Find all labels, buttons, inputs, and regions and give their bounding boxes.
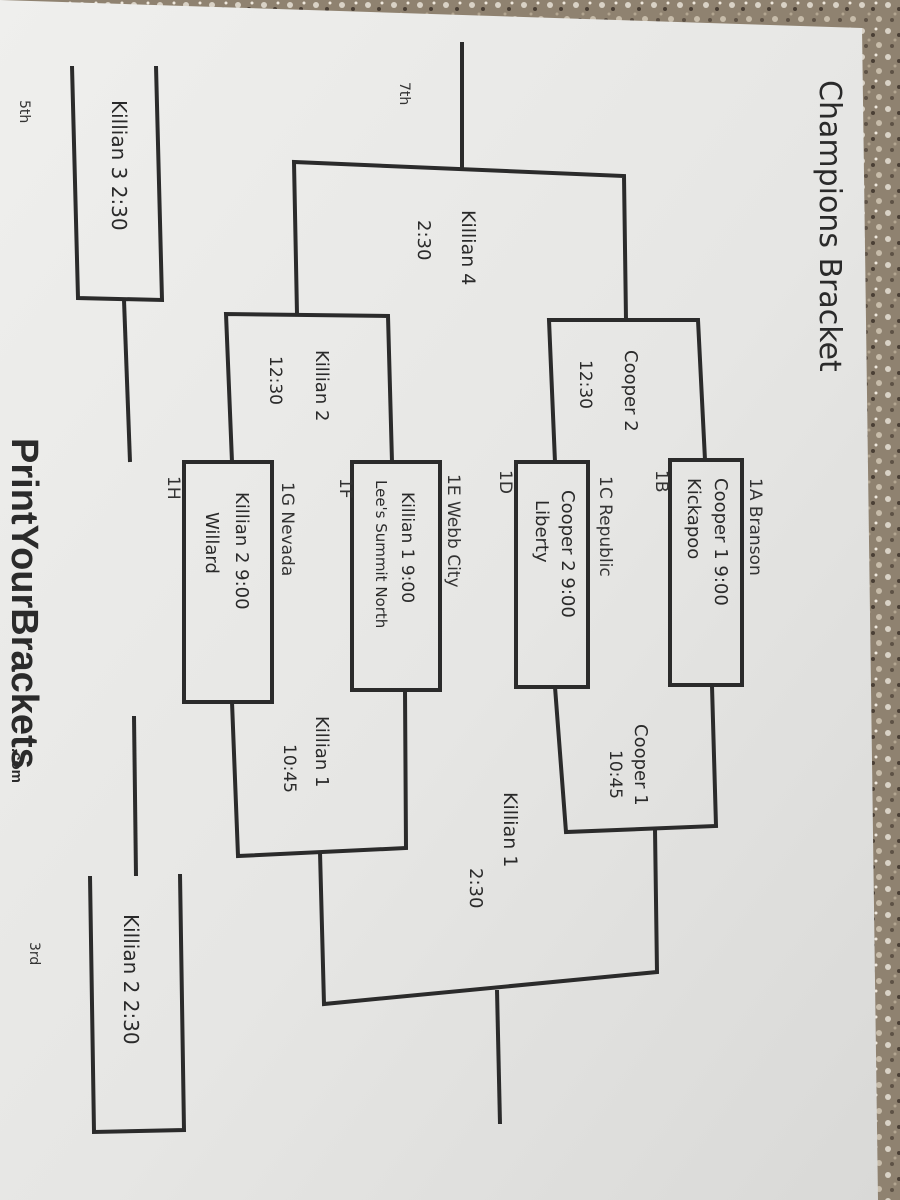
r3-2-time: 2:30 bbox=[465, 868, 486, 908]
seed-1b: 1B bbox=[651, 470, 671, 492]
seed-1a: 1A Branson bbox=[745, 478, 765, 576]
r1-2-line1: Cooper 2 9:00 bbox=[557, 490, 578, 618]
r2-connector-3 bbox=[553, 685, 719, 835]
r1-4-line1: Killian 2 9:00 bbox=[231, 492, 252, 610]
bracket-title: Champions Bracket bbox=[812, 80, 847, 372]
seed-1c: 1C Republic bbox=[595, 476, 615, 577]
bracket-lines bbox=[70, 42, 744, 1135]
label-5th: 5th bbox=[16, 100, 32, 123]
r3-1-time: 2:30 bbox=[413, 220, 434, 260]
r2-3-court: Cooper 1 bbox=[630, 724, 651, 806]
print-your-brackets-logo: PrintYourBrackets .com bbox=[3, 438, 45, 783]
seed-1h: 1H bbox=[163, 476, 183, 500]
r1-box-1 bbox=[668, 458, 744, 687]
r1-box-3 bbox=[350, 460, 442, 692]
seed-1g: 1G Nevada bbox=[277, 482, 297, 576]
third-game: Killian 2 2:30 bbox=[119, 914, 143, 1045]
r1-box-4 bbox=[182, 460, 274, 704]
seed-1f: 1F bbox=[335, 478, 355, 499]
stem-final bbox=[495, 989, 502, 1125]
handwriting: Champions Bracket 1A Branson 1B 1C Repub… bbox=[16, 80, 847, 1045]
r2-3-time: 10:45 bbox=[605, 750, 625, 799]
seed-1d: 1D bbox=[495, 470, 515, 494]
r1-1-line2: Kickapoo bbox=[683, 478, 704, 559]
r2-1-time: 12:30 bbox=[575, 360, 595, 409]
fifth-game: Killian 3 2:30 bbox=[107, 100, 131, 231]
seed-1e: 1E Webb City bbox=[443, 474, 463, 588]
r3-connector-bottom bbox=[318, 828, 660, 1007]
r3-1-court: Killian 4 bbox=[457, 210, 479, 285]
r2-4-court: Killian 1 bbox=[311, 716, 332, 787]
label-7th: 7th bbox=[396, 82, 412, 105]
label-3rd: 3rd bbox=[26, 942, 42, 965]
r2-2-court: Killian 2 bbox=[311, 350, 332, 421]
third-stem bbox=[132, 715, 138, 877]
r2-connector-1 bbox=[546, 318, 707, 463]
r2-connector-2 bbox=[223, 311, 394, 463]
logo-suffix: .com bbox=[8, 748, 25, 783]
logo-text: PrintYourBrackets bbox=[3, 438, 45, 769]
r1-box-2 bbox=[514, 460, 590, 689]
r1-1-line1: Cooper 1 9:00 bbox=[710, 478, 731, 606]
r2-2-time: 12:30 bbox=[265, 356, 285, 405]
fifth-stem bbox=[122, 299, 132, 463]
r3-connector-top bbox=[291, 159, 628, 321]
r1-3-line2: Lee's Summit North bbox=[372, 480, 390, 628]
r1-3-line1: Killian 1 9:00 bbox=[397, 492, 417, 603]
r2-4-time: 10:45 bbox=[279, 744, 299, 793]
r3-2-court: Killian 1 bbox=[499, 792, 521, 867]
r1-4-line2: Willard bbox=[201, 512, 222, 574]
fifth-bracket bbox=[70, 65, 165, 303]
r2-1-court: Cooper 2 bbox=[620, 350, 641, 432]
third-bracket bbox=[88, 873, 187, 1135]
r1-2-line2: Liberty bbox=[531, 500, 552, 563]
